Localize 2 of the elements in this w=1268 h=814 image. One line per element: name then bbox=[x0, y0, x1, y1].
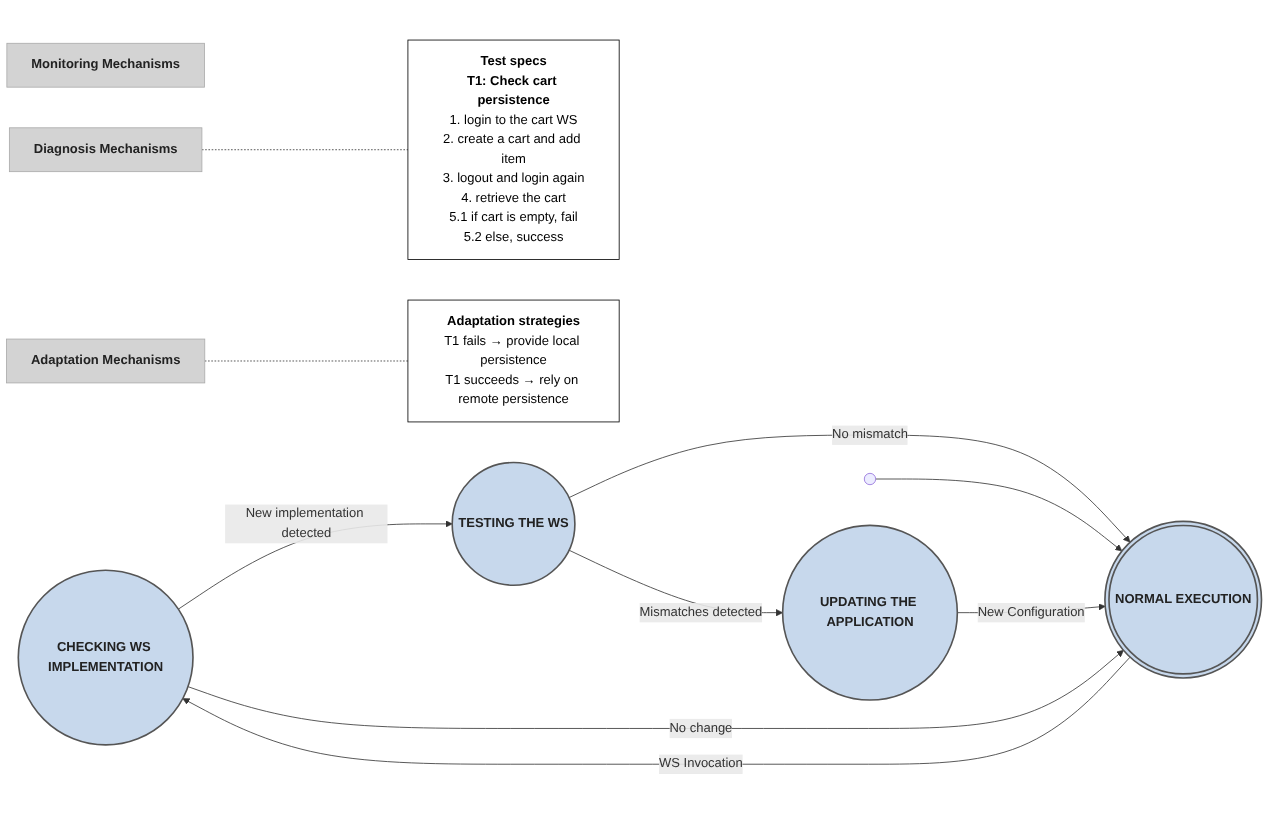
connector bbox=[204, 360, 409, 362]
connector bbox=[201, 149, 409, 151]
